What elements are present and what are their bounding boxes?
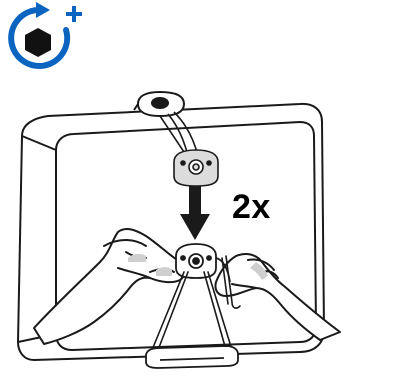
upper-bracket-position bbox=[174, 150, 218, 186]
hex-nut-rotate-add-icon bbox=[0, 0, 92, 76]
top-clip bbox=[134, 92, 184, 116]
repeat-count-label: 2x bbox=[232, 190, 271, 224]
stand-foot bbox=[146, 346, 238, 368]
